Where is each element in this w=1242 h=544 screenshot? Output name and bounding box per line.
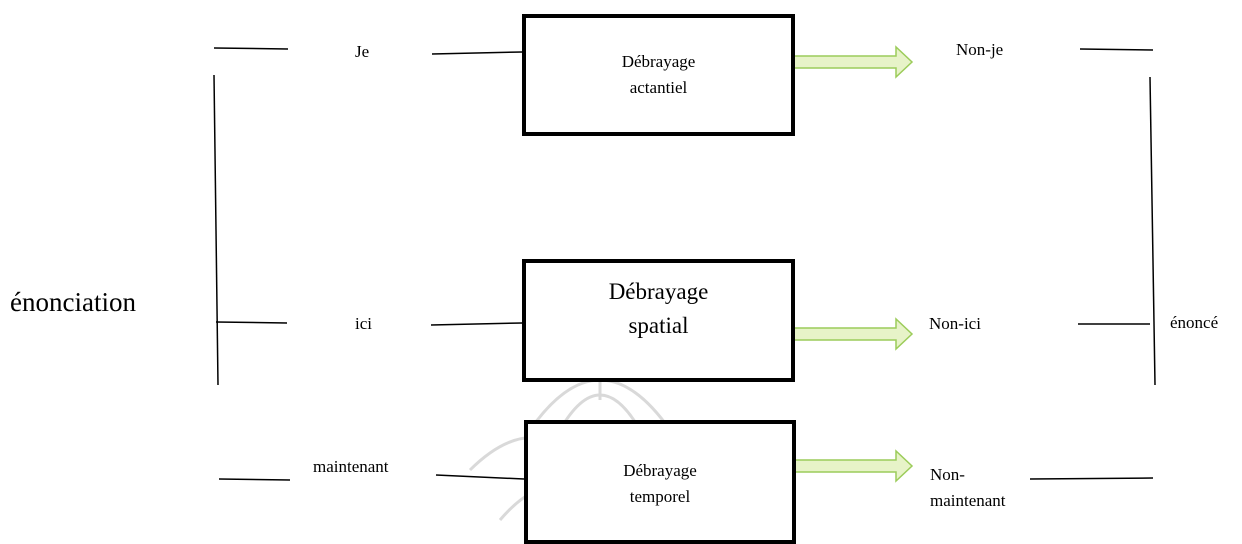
label-enonciation: énonciation	[10, 287, 136, 317]
source-ici: ici	[355, 314, 372, 333]
source-je: Je	[355, 42, 370, 61]
target-non-line1: Non-	[930, 465, 965, 484]
connector-je	[431, 51, 523, 55]
target-non-ici: Non-ici	[929, 314, 981, 333]
target-non-je: Non-je	[956, 40, 1004, 59]
right-line-top	[1079, 48, 1154, 51]
box-temporel-line2: temporel	[629, 487, 691, 506]
left-bracket-vertical	[213, 74, 219, 386]
left-bracket-middle	[215, 321, 288, 324]
box-spatial-line1: Débrayage	[608, 279, 709, 304]
box-actantiel-line2: actantiel	[629, 78, 688, 97]
right-bracket-vertical	[1149, 76, 1156, 386]
arrow-spatial	[792, 317, 914, 351]
box-debrayage-temporel: Débrayage temporel	[524, 420, 796, 544]
right-line-bottom	[1029, 477, 1154, 480]
source-maintenant: maintenant	[313, 457, 389, 476]
box-temporel-line1: Débrayage	[623, 461, 697, 480]
target-non-maintenant: Non- maintenant	[930, 462, 1006, 514]
box-debrayage-spatial: Débrayage spatial	[522, 259, 795, 382]
connector-ici	[430, 322, 523, 326]
box-debrayage-actantiel: Débrayage actantiel	[522, 14, 795, 136]
arrow-actantiel	[790, 45, 914, 79]
label-enonce: énoncé	[1170, 313, 1219, 332]
box-actantiel-line1: Débrayage	[621, 52, 696, 71]
connector-maintenant	[435, 474, 525, 480]
left-bracket-bottom	[218, 478, 291, 481]
target-non-line2: maintenant	[930, 491, 1006, 510]
arrow-temporel	[790, 449, 914, 483]
left-bracket-top	[213, 47, 289, 50]
box-spatial-line2: spatial	[628, 313, 689, 338]
